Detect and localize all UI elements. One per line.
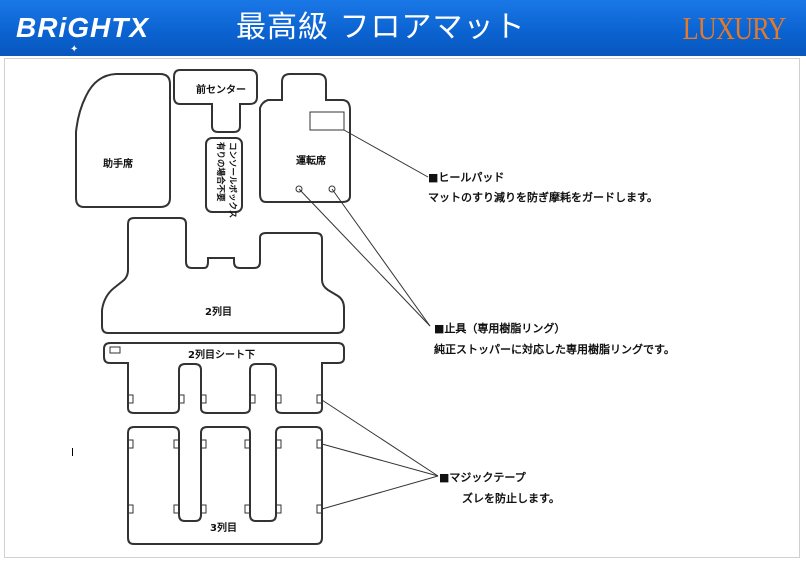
- stopper-ring-right: [328, 185, 336, 193]
- velcro-tab: [244, 439, 251, 449]
- velcro-tab: [200, 394, 207, 404]
- passenger-seat-mat: [75, 73, 171, 208]
- second-row-mat: [101, 217, 345, 334]
- velcro-tab: [173, 504, 180, 514]
- console-label-line1: コンソールボックス: [227, 142, 238, 218]
- velcro-tab: [275, 394, 282, 404]
- second-row-under-mat: [103, 342, 345, 414]
- velcro-tab: [316, 394, 323, 404]
- stopper-ring-left: [295, 185, 303, 193]
- heel-pad-leader: [343, 129, 429, 178]
- velcro-tab: [173, 439, 180, 449]
- velcro-tab: [249, 394, 256, 404]
- velcro-tab: [244, 504, 251, 514]
- third-row-mat: [127, 426, 323, 545]
- second-row-label: 2列目: [205, 305, 232, 318]
- heel-pad-title: ■ヒールパッド: [428, 171, 504, 184]
- velcro-leader-2: [321, 443, 439, 477]
- stopper-title: ■止具（専用樹脂リング）: [434, 321, 565, 335]
- luxury-logo: LUXURY: [683, 10, 787, 46]
- console-box-mat: [205, 137, 243, 213]
- third-row-label: 3列目: [210, 521, 237, 534]
- heel-pad: [309, 111, 345, 131]
- front-center-mat: [173, 69, 258, 133]
- diagram-frame: [4, 58, 800, 558]
- passenger-seat-label: 助手席: [103, 157, 133, 170]
- stray-mark: [72, 448, 73, 456]
- velcro-tab: [127, 439, 134, 449]
- velcro-tab: [275, 439, 282, 449]
- velcro-leader-3: [321, 475, 439, 510]
- brand-sparkle-icon: ✦: [70, 44, 79, 55]
- second-row-under-label: 2列目シート下: [188, 348, 255, 361]
- stopper-leader-left: [298, 188, 431, 327]
- velcro-leader-1: [321, 399, 439, 477]
- driver-seat-label: 運転席: [296, 154, 326, 167]
- stopper-description: 純正ストッパーに対応した専用樹脂リングです。: [434, 342, 675, 356]
- console-label-line2: 有りの場合不要: [215, 142, 226, 202]
- header-banner: BRiGHTX ✦ 最高級 フロアマット LUXURY: [0, 0, 806, 56]
- front-center-label: 前センター: [196, 83, 246, 96]
- heel-pad-description: マットのすり減りを防ぎ摩耗をガードします。: [428, 190, 658, 204]
- stopper-leader-right: [331, 188, 431, 327]
- magic-tape-description: ズレを防止します。: [462, 491, 560, 505]
- under-mat-corner-mark: [109, 346, 121, 354]
- driver-seat-mat: [259, 73, 351, 203]
- magic-tape-title: ■マジックテープ: [439, 470, 527, 484]
- velcro-tab: [178, 394, 185, 404]
- velcro-tab: [127, 394, 134, 404]
- velcro-tab: [127, 504, 134, 514]
- velcro-tab: [275, 504, 282, 514]
- brand-logo: BRiGHTX: [16, 12, 149, 43]
- velcro-tab: [200, 504, 207, 514]
- velcro-tab: [200, 439, 207, 449]
- page-title: 最高級 フロアマット: [236, 10, 526, 45]
